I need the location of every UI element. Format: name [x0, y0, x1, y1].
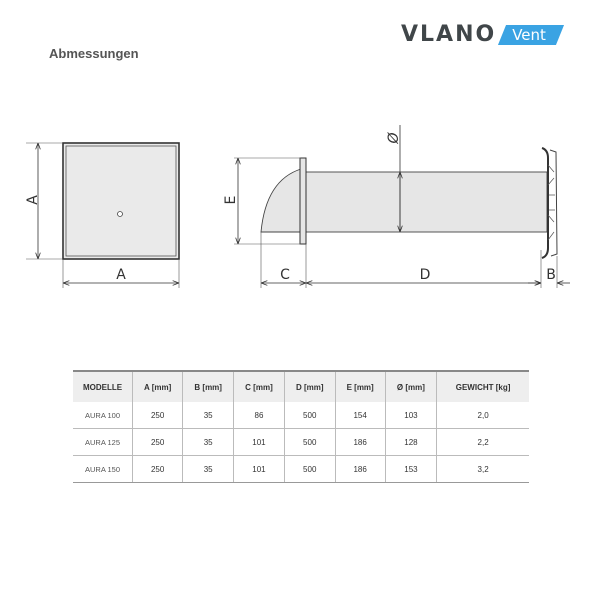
dimension-drawing: A A Ø E C D B: [25, 125, 570, 288]
brand-tag: Vent: [502, 25, 560, 45]
dimensions-table: MODELLE A [mm] B [mm] C [mm] D [mm] E [m…: [73, 370, 529, 483]
table-row: AURA 125 250 35 101 500 186 128 2,2: [73, 428, 529, 456]
header-diameter: Ø [mm]: [384, 370, 437, 402]
center-screw-icon: [117, 211, 123, 217]
cell-e: 186: [334, 455, 386, 483]
hood-depth-label: C: [280, 267, 290, 283]
cell-d: 500: [283, 455, 336, 483]
cell-model: AURA 150: [73, 455, 133, 483]
front-height-label: A: [25, 195, 41, 205]
cell-weight: 2,0: [436, 402, 529, 429]
header-a: A [mm]: [131, 370, 183, 402]
cell-diameter: 103: [384, 402, 437, 429]
table-header-row: MODELLE A [mm] B [mm] C [mm] D [mm] E [m…: [73, 370, 529, 402]
section-title: Abmessungen: [49, 46, 139, 61]
header-d: D [mm]: [283, 370, 336, 402]
front-view: A A: [25, 142, 180, 288]
side-view: Ø E C D B: [223, 125, 570, 288]
brand-tag-text: Vent: [512, 26, 546, 44]
header-b: B [mm]: [182, 370, 234, 402]
cell-c: 101: [233, 455, 285, 483]
brand-name: VLANO: [401, 22, 497, 47]
table-row: AURA 150 250 35 101 500 186 153 3,2: [73, 455, 529, 483]
cell-weight: 3,2: [436, 455, 529, 483]
cell-c: 86: [233, 402, 285, 429]
cell-diameter: 153: [384, 455, 437, 483]
cell-b: 35: [182, 428, 234, 456]
cell-e: 154: [334, 402, 386, 429]
header-c: C [mm]: [233, 370, 285, 402]
cell-a: 250: [131, 428, 183, 456]
table-row: AURA 100 250 35 86 500 154 103 2,0: [73, 402, 529, 429]
front-width-label: A: [116, 267, 126, 283]
cell-d: 500: [283, 428, 336, 456]
header-e: E [mm]: [334, 370, 386, 402]
cell-a: 250: [131, 455, 183, 483]
cell-model: AURA 100: [73, 402, 133, 429]
cell-b: 35: [182, 402, 234, 429]
header-modelle: MODELLE: [73, 370, 133, 402]
diameter-label: Ø: [386, 132, 402, 145]
brand-logo: VLANO Vent: [401, 22, 560, 48]
cell-b: 35: [182, 455, 234, 483]
tube-length-label: D: [420, 267, 431, 283]
side-height-label: E: [223, 196, 239, 205]
cell-c: 101: [233, 428, 285, 456]
cell-e: 186: [334, 428, 386, 456]
cell-diameter: 128: [384, 428, 437, 456]
cell-d: 500: [283, 402, 336, 429]
header-gewicht: GEWICHT [kg]: [436, 370, 529, 402]
cell-a: 250: [131, 402, 183, 429]
grille-depth-label: B: [546, 267, 556, 283]
cell-model: AURA 125: [73, 428, 133, 456]
cell-weight: 2,2: [436, 428, 529, 456]
